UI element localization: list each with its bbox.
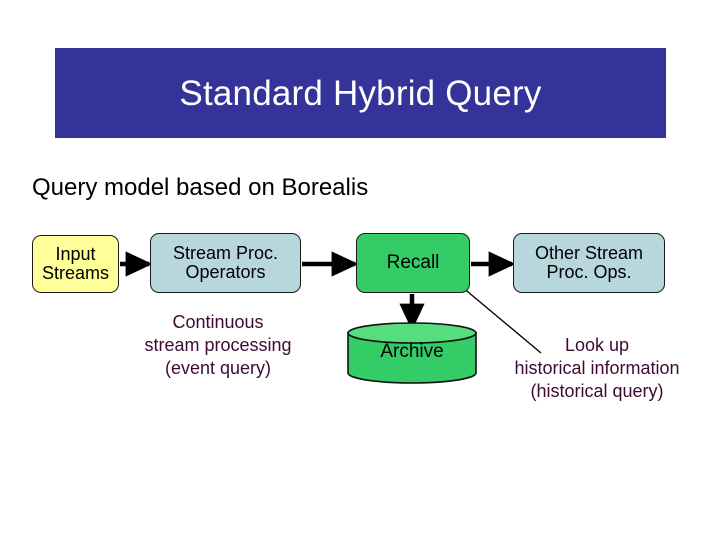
node-stream-proc-operators-line-1: Stream Proc. [172, 242, 279, 263]
node-input-streams[interactable]: Input Streams [32, 235, 119, 293]
annotation-continuous-line-3: (event query) [164, 358, 272, 379]
node-stream-proc-operators[interactable]: Stream Proc. Operators [150, 233, 301, 293]
node-input-streams-line-2: Streams [41, 263, 110, 283]
annotation-lookup-line-1: Look up [564, 335, 630, 355]
node-recall-label: Recall [386, 251, 440, 273]
node-other-stream-proc-ops-line-1: Other Stream [534, 242, 644, 263]
node-other-stream-proc-ops-line-2: Proc. Ops. [546, 262, 632, 282]
subtitle-text: Query model based on Borealis [32, 174, 369, 201]
node-archive-label: Archive [380, 341, 444, 362]
node-recall[interactable]: Recall [356, 233, 470, 293]
annotation-lookup-line-2: historical information [514, 358, 680, 379]
title-banner: Standard Hybrid Query [55, 48, 666, 138]
node-archive[interactable]: Archive [347, 322, 477, 384]
node-stream-proc-operators-line-2: Operators [185, 262, 266, 282]
database-cylinder-icon [347, 322, 477, 384]
annotation-lookup-line-3: (historical query) [530, 381, 664, 402]
page-title: Standard Hybrid Query [179, 73, 542, 113]
node-input-streams-line-1: Input [55, 243, 96, 264]
node-other-stream-proc-ops[interactable]: Other Stream Proc. Ops. [513, 233, 665, 293]
annotation-lookup-historical-information: Look up historical information (historic… [487, 334, 707, 403]
annotation-continuous-stream-processing: Continuous stream processing (event quer… [112, 311, 324, 380]
annotation-continuous-line-2: stream processing [144, 335, 292, 356]
annotation-continuous-line-1: Continuous [172, 312, 264, 332]
